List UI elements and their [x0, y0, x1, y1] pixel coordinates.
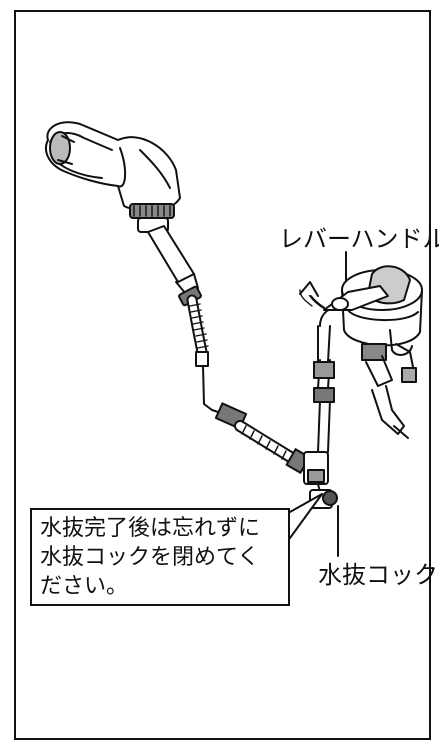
- callout-line-3: ださい。: [40, 574, 129, 599]
- drain-cock-label: 水抜コック: [318, 561, 438, 589]
- callout-line-1: 水抜完了後は忘れずに: [40, 516, 261, 541]
- shower-hose: [186, 294, 213, 411]
- callout-note: 水抜完了後は忘れずに 水抜コックを閉めてく ださい。: [30, 508, 290, 606]
- lever-up-arrow: [299, 281, 326, 310]
- lever-handle-label: レバーハンドル: [279, 225, 439, 253]
- tee-fitting: [303, 451, 338, 509]
- shower-head: [45, 121, 202, 307]
- callout-pointer: [289, 493, 323, 539]
- callout-line-2: 水抜コックを閉めてく: [40, 545, 260, 570]
- drain-hose: [211, 402, 311, 474]
- riser-pipe: [313, 305, 343, 453]
- faucet-body: [323, 265, 423, 439]
- diagram-frame: [14, 10, 431, 740]
